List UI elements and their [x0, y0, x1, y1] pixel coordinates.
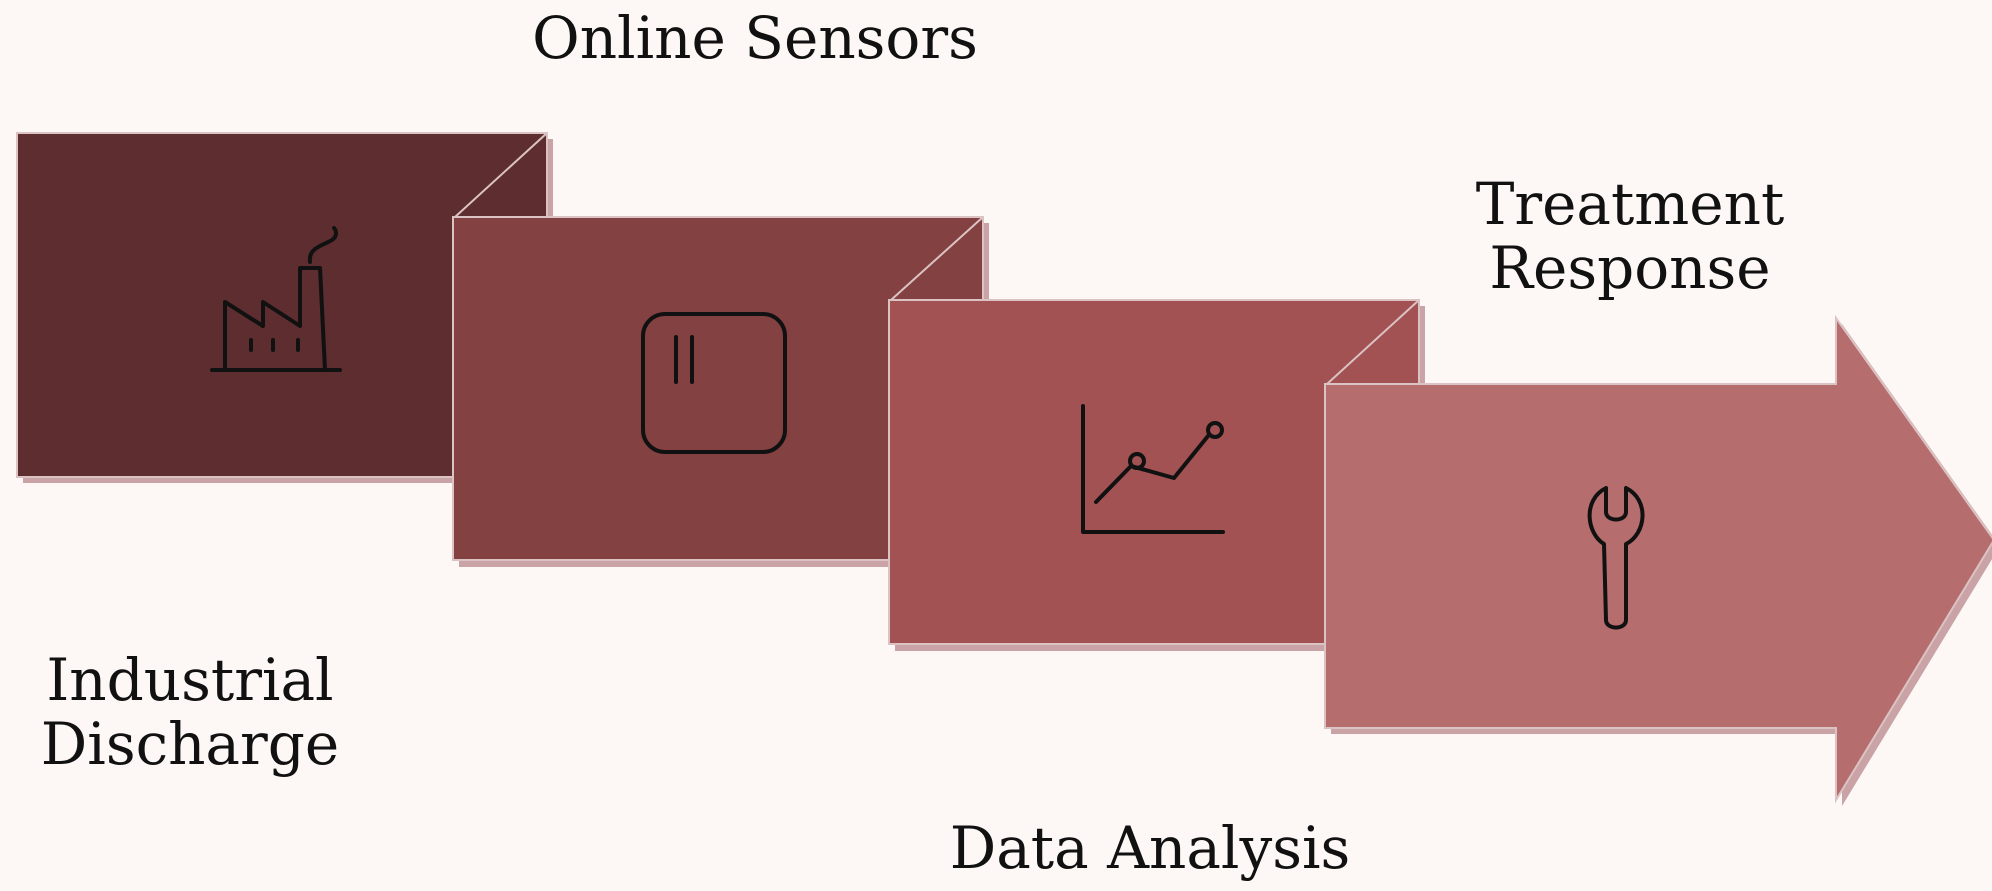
wrench-icon	[1587, 486, 1645, 630]
step-3-block	[888, 299, 1420, 645]
step-2-label: Industrial Discharge	[0, 648, 380, 776]
step-4-arrow-face	[1324, 314, 1992, 804]
line-chart-icon	[1081, 404, 1225, 534]
factory-icon	[210, 226, 342, 372]
step-1-label: Online Sensors	[525, 6, 985, 70]
step-4-label: Treatment Response	[1430, 172, 1830, 300]
step-1-block	[16, 132, 548, 478]
step-3-label-line-1: Data Analysis	[949, 814, 1351, 882]
step-2-label-line-1: Industrial	[46, 646, 334, 714]
step-2-block	[452, 216, 984, 561]
step-1-fold-edge	[454, 132, 548, 218]
step-3-fold-edge	[1326, 299, 1420, 385]
step-4-label-line-1: Treatment	[1475, 170, 1785, 238]
step-2-label-line-2: Discharge	[40, 710, 340, 778]
step-4-label-line-2: Response	[1489, 234, 1771, 302]
step-1-label-line-1: Online Sensors	[532, 4, 978, 72]
step-4-block	[1324, 314, 1992, 804]
sensor-box-icon	[641, 312, 787, 454]
step-3-label: Data Analysis	[890, 816, 1410, 880]
step-2-fold-edge	[890, 216, 984, 301]
